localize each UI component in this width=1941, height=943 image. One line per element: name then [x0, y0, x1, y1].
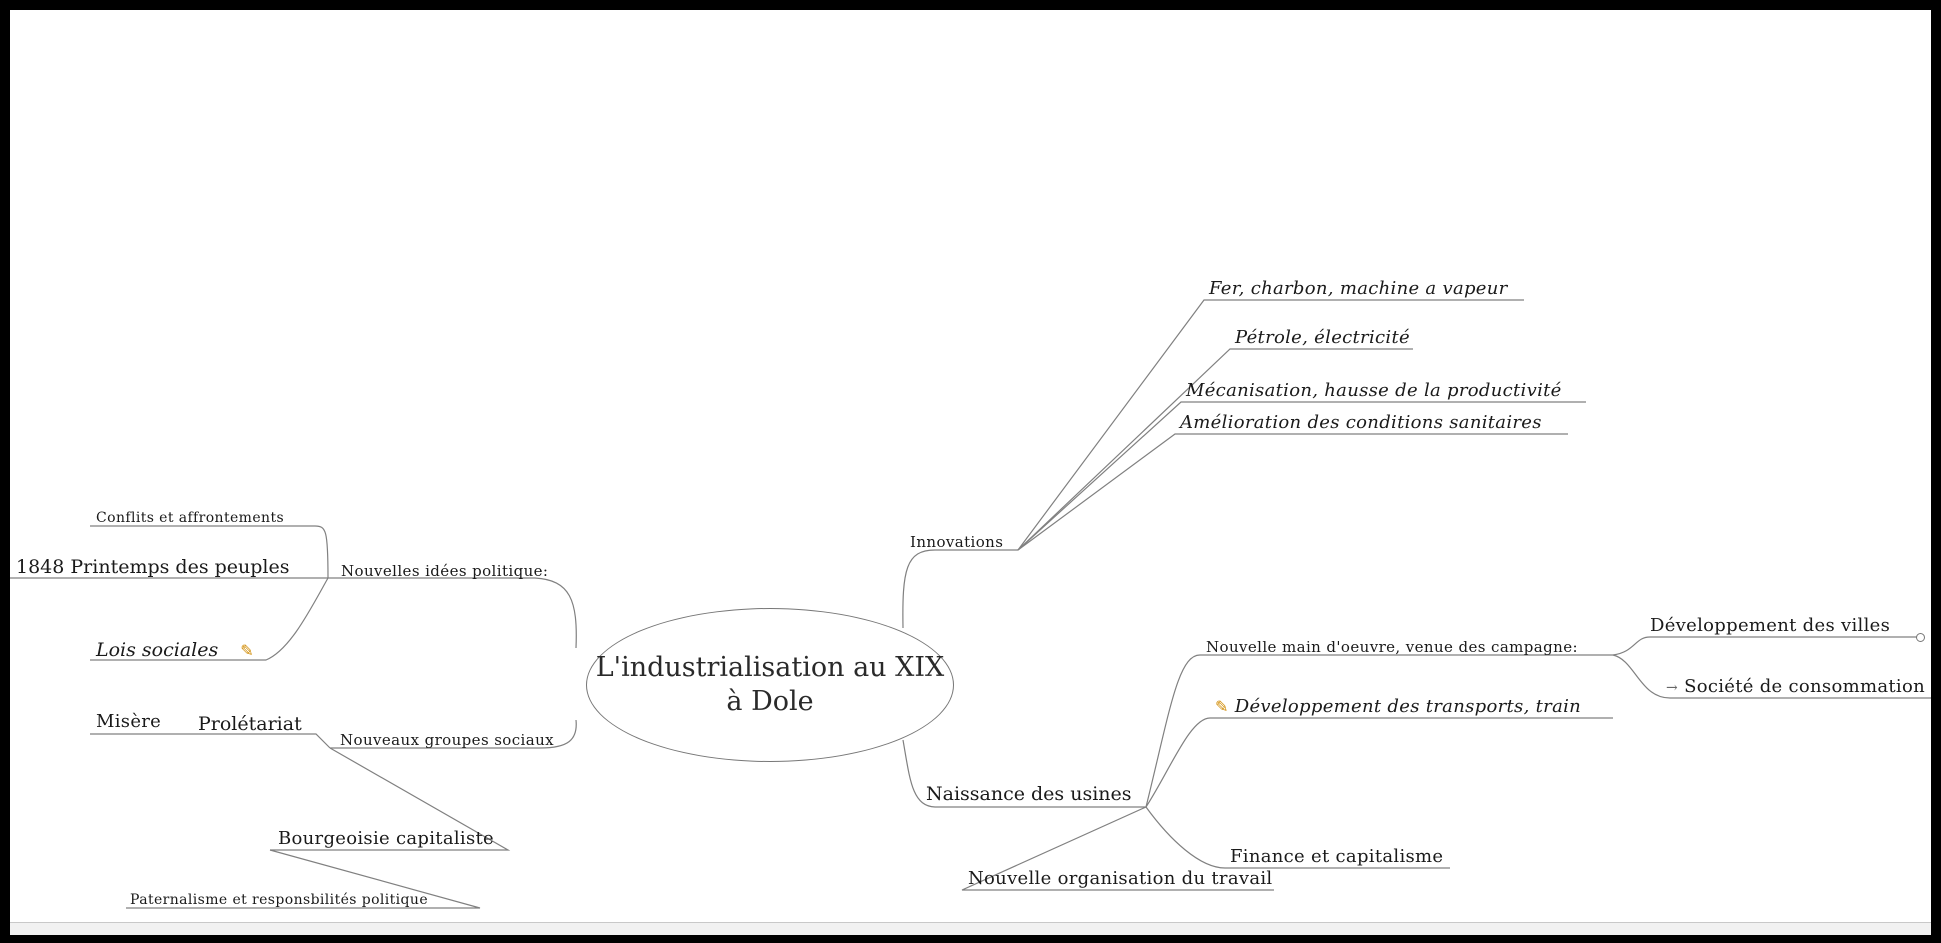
- link-transports: [1145, 717, 1613, 808]
- link-villes: [1612, 636, 1920, 656]
- link-fer: [1017, 299, 1524, 551]
- node-bourgeoisie-capitaliste[interactable]: Bourgeoisie capitaliste: [278, 828, 494, 849]
- link-idees: [328, 577, 577, 649]
- node-innovations[interactable]: Innovations: [910, 533, 1004, 551]
- node-finance-capitalisme[interactable]: Finance et capitalisme: [1230, 846, 1444, 867]
- central-topic-line1: L'industrialisation au XIX: [595, 652, 945, 684]
- mind-map-canvas: L'industrialisation au XIX à Dole Nouvel…: [10, 10, 1931, 922]
- link-arrow-icon[interactable]: →: [1666, 680, 1679, 696]
- node-fer-charbon[interactable]: Fer, charbon, machine a vapeur: [1209, 278, 1508, 299]
- link-petrole: [1017, 348, 1413, 551]
- connector-lines: [10, 299, 1931, 909]
- link-consommation: [1612, 654, 1931, 699]
- attachment-icon[interactable]: ✎: [1215, 697, 1229, 716]
- node-societe-consommation[interactable]: → Société de consommation: [1666, 678, 1925, 696]
- node-misere[interactable]: Misère: [96, 711, 162, 732]
- node-conflits-affrontements[interactable]: Conflits et affrontements: [96, 510, 285, 526]
- node-nouvelle-organisation[interactable]: Nouvelle organisation du travail: [968, 868, 1273, 889]
- node-petrole-electricite[interactable]: Pétrole, électricité: [1235, 327, 1410, 348]
- node-developpement-villes[interactable]: Développement des villes: [1650, 615, 1891, 636]
- central-topic-line2: à Dole: [726, 686, 814, 717]
- node-main-oeuvre[interactable]: Nouvelle main d'oeuvre, venue des campag…: [1206, 638, 1578, 656]
- link-bourgeoisie: [270, 747, 511, 851]
- node-nouveaux-groupes-sociaux[interactable]: Nouveaux groupes sociaux: [340, 731, 554, 749]
- lois-sociales-label: Lois sociales: [96, 639, 219, 661]
- node-amelioration-sanitaires[interactable]: Amélioration des conditions sanitaires: [1180, 412, 1542, 433]
- link-innovations: [902, 549, 1018, 629]
- link-naissance: [902, 739, 1146, 808]
- link-finance: [1145, 806, 1450, 869]
- node-naissance-usines[interactable]: Naissance des usines: [926, 783, 1132, 805]
- link-proletariat: [193, 733, 331, 749]
- attachment-icon[interactable]: ✎: [240, 641, 254, 660]
- node-developpement-transports[interactable]: ✎ Développement des transports, train: [1215, 698, 1581, 716]
- node-paternalisme[interactable]: Paternalisme et responsbilités politique: [130, 892, 429, 908]
- link-amelio: [1017, 433, 1568, 551]
- link-meca: [1017, 401, 1586, 551]
- node-mecanisation[interactable]: Mécanisation, hausse de la productivité: [1186, 380, 1562, 401]
- societe-consommation-label: Société de consommation: [1684, 676, 1925, 697]
- node-lois-sociales[interactable]: Lois sociales ✎: [96, 641, 254, 660]
- node-nouvelles-idees-politiques[interactable]: Nouvelles idées politique:: [341, 562, 549, 580]
- node-1848-printemps[interactable]: 1848 Printemps des peuples: [16, 556, 290, 578]
- link-organisation: [961, 806, 1274, 891]
- developpement-transports-label: Développement des transports, train: [1234, 696, 1582, 717]
- link-lois: [90, 577, 329, 661]
- bottom-scroll-band: [10, 922, 1931, 935]
- node-proletariat[interactable]: Prolétariat: [198, 713, 302, 735]
- link-conflits: [90, 525, 329, 579]
- link-main-oeuvre: [1145, 654, 1613, 808]
- link-groupes: [330, 719, 577, 749]
- link-paternalisme: [126, 849, 481, 909]
- central-topic[interactable]: L'industrialisation au XIX à Dole: [586, 608, 954, 762]
- end-circle-icon[interactable]: [1916, 633, 1925, 642]
